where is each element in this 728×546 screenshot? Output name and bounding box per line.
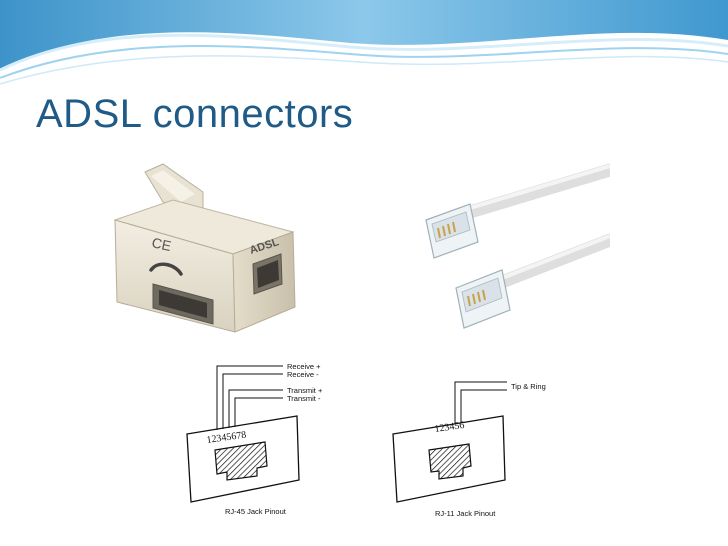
rj45-label-transmit-minus: Transmit - — [287, 394, 321, 403]
adsl-splitter-image: CE ADSL — [103, 142, 308, 345]
rj11-caption: RJ-11 Jack Pinout — [435, 509, 496, 518]
rj11-label-tip-ring: Tip & Ring — [511, 382, 546, 391]
jack-pinout-diagram: 12345678 Receive + Receive - Transmit + … — [163, 354, 569, 526]
rj45-label-receive-minus: Receive - — [287, 370, 319, 379]
rj11-cables-image — [410, 142, 610, 342]
phone-handset-icon — [149, 262, 183, 276]
rj45-label-receive-plus: Receive + — [287, 362, 321, 371]
ce-mark: CE — [150, 234, 172, 254]
rj11-jack-drawing — [392, 381, 507, 503]
slide-title: ADSL connectors — [36, 92, 354, 136]
rj45-jack-drawing — [186, 365, 300, 503]
rj45-label-transmit-plus: Transmit + — [287, 386, 323, 395]
rj45-caption: RJ-45 Jack Pinout — [225, 507, 287, 516]
rj11-pin-numbers: 123456 — [434, 420, 465, 435]
header-wave-decoration — [0, 0, 728, 85]
